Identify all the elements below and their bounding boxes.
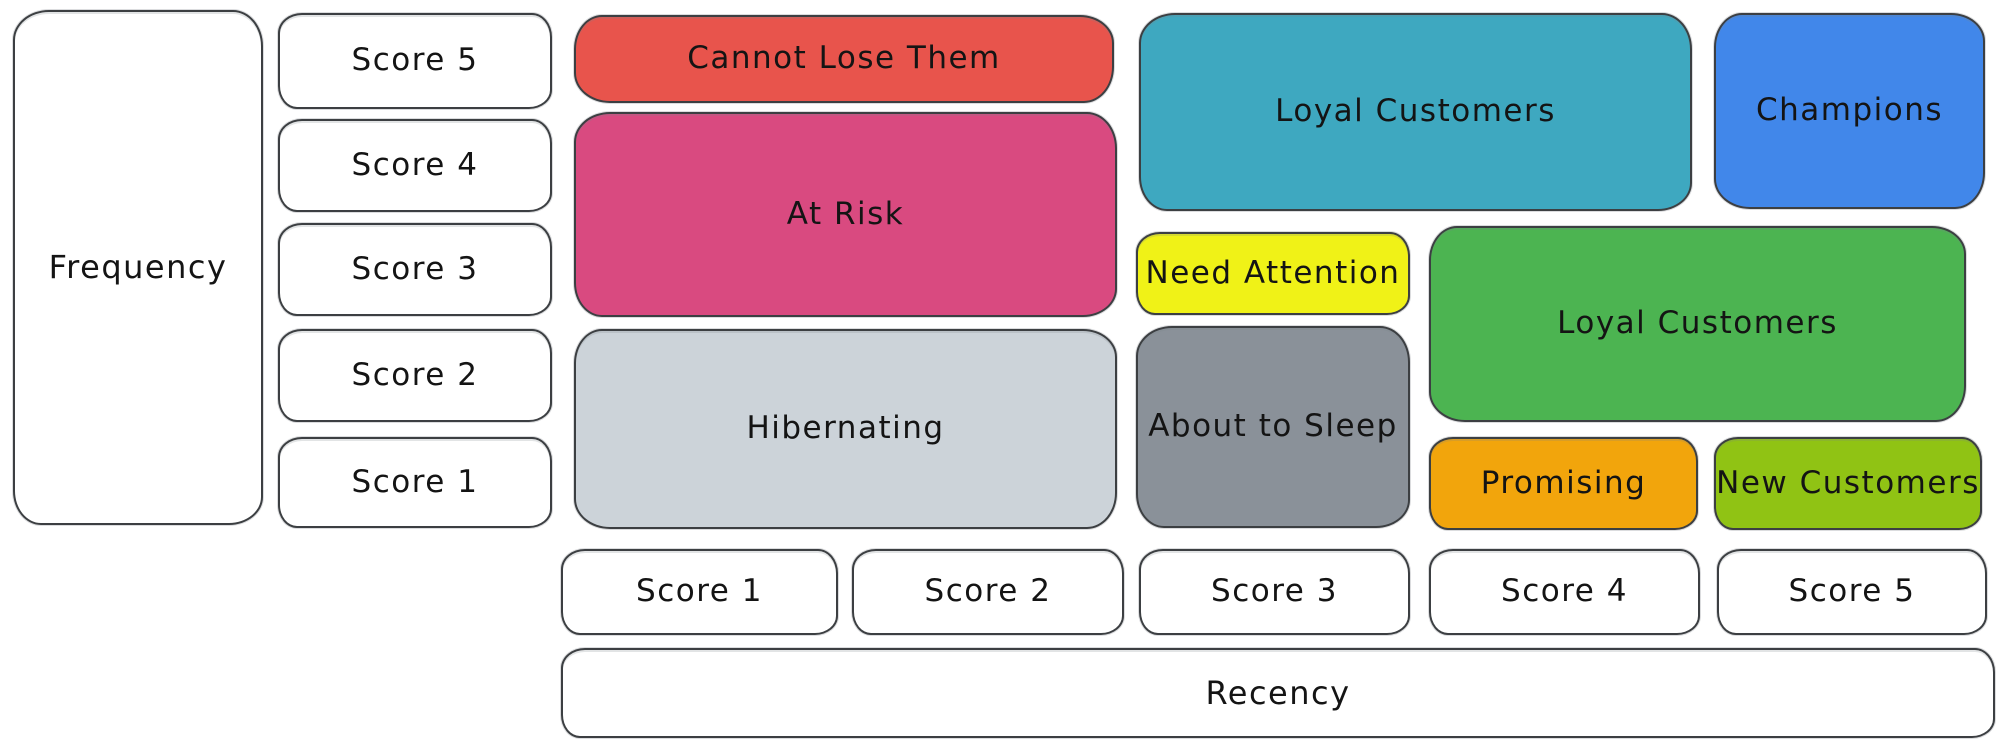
segment-need-attention: Need Attention [1136,232,1410,315]
recency-score-5: Score 5 [1717,549,1987,635]
frequency-score-3: Score 3 [278,223,552,316]
segment-loyal-customers-top: Loyal Customers [1139,13,1692,211]
recency-score-2: Score 2 [852,549,1124,635]
recency-score-3: Score 3 [1139,549,1410,635]
frequency-score-4: Score 4 [278,119,552,212]
frequency-score-2: Score 2 [278,329,552,422]
segment-at-risk: At Risk [574,112,1117,317]
frequency-axis-label: Frequency [13,10,263,525]
segment-promising: Promising [1429,437,1698,530]
segment-hibernating: Hibernating [574,329,1117,529]
recency-score-4: Score 4 [1429,549,1700,635]
segment-loyal-customers-mid: Loyal Customers [1429,226,1966,422]
segment-new-customers: New Customers [1714,437,1982,530]
frequency-score-5: Score 5 [278,13,552,109]
frequency-score-1: Score 1 [278,437,552,528]
segment-champions: Champions [1714,13,1985,209]
segment-cannot-lose-them: Cannot Lose Them [574,15,1114,103]
recency-axis-label: Recency [561,648,1995,738]
recency-score-1: Score 1 [561,549,838,635]
segment-about-to-sleep: About to Sleep [1136,326,1410,528]
